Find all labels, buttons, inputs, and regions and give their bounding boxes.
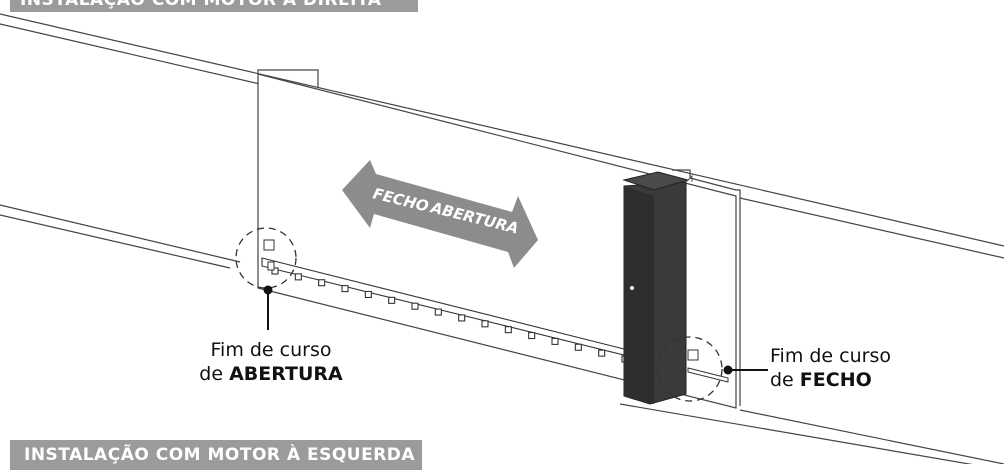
label-close-limit: Fim de curso de FECHO xyxy=(770,344,950,392)
rack-tooth xyxy=(551,337,559,345)
rack-tooth xyxy=(458,314,466,322)
label-close-line1: Fim de curso xyxy=(770,345,891,367)
limit-switch-open xyxy=(263,239,275,271)
label-close-prefix: de xyxy=(770,369,794,391)
label-open-prefix: de xyxy=(199,363,224,385)
rack-tooth xyxy=(318,279,326,287)
wall-lines xyxy=(0,13,1004,464)
rack-tooth xyxy=(388,296,396,304)
rack-tooth xyxy=(411,302,419,310)
rack-tooth xyxy=(598,349,606,357)
label-open-limit: Fim de curso de ABERTURA xyxy=(186,338,356,386)
callout-pointers xyxy=(263,285,768,375)
section-banner-top: INSTALAÇÃO COM MOTOR À DIREITA xyxy=(10,0,418,12)
limit-switch-close xyxy=(687,349,729,383)
section-banner-bottom: INSTALAÇÃO COM MOTOR À ESQUERDA xyxy=(10,440,422,470)
rack-tooth xyxy=(341,285,349,293)
rack-tooth xyxy=(574,343,582,351)
label-close-bold: FECHO xyxy=(799,369,872,391)
rack-tooth xyxy=(481,320,489,328)
rack-tooth xyxy=(434,308,442,316)
label-open-line1: Fim de curso xyxy=(210,339,332,361)
label-open-bold: ABERTURA xyxy=(229,363,343,385)
rack-tooth xyxy=(528,331,536,340)
rack-tooth xyxy=(294,273,302,281)
rack-tooth xyxy=(271,267,279,275)
motor-column xyxy=(622,171,693,405)
rack-tooth xyxy=(504,326,512,334)
gear-rack xyxy=(261,257,629,363)
rack-tooth xyxy=(364,290,372,299)
highlight-circles xyxy=(235,227,723,402)
